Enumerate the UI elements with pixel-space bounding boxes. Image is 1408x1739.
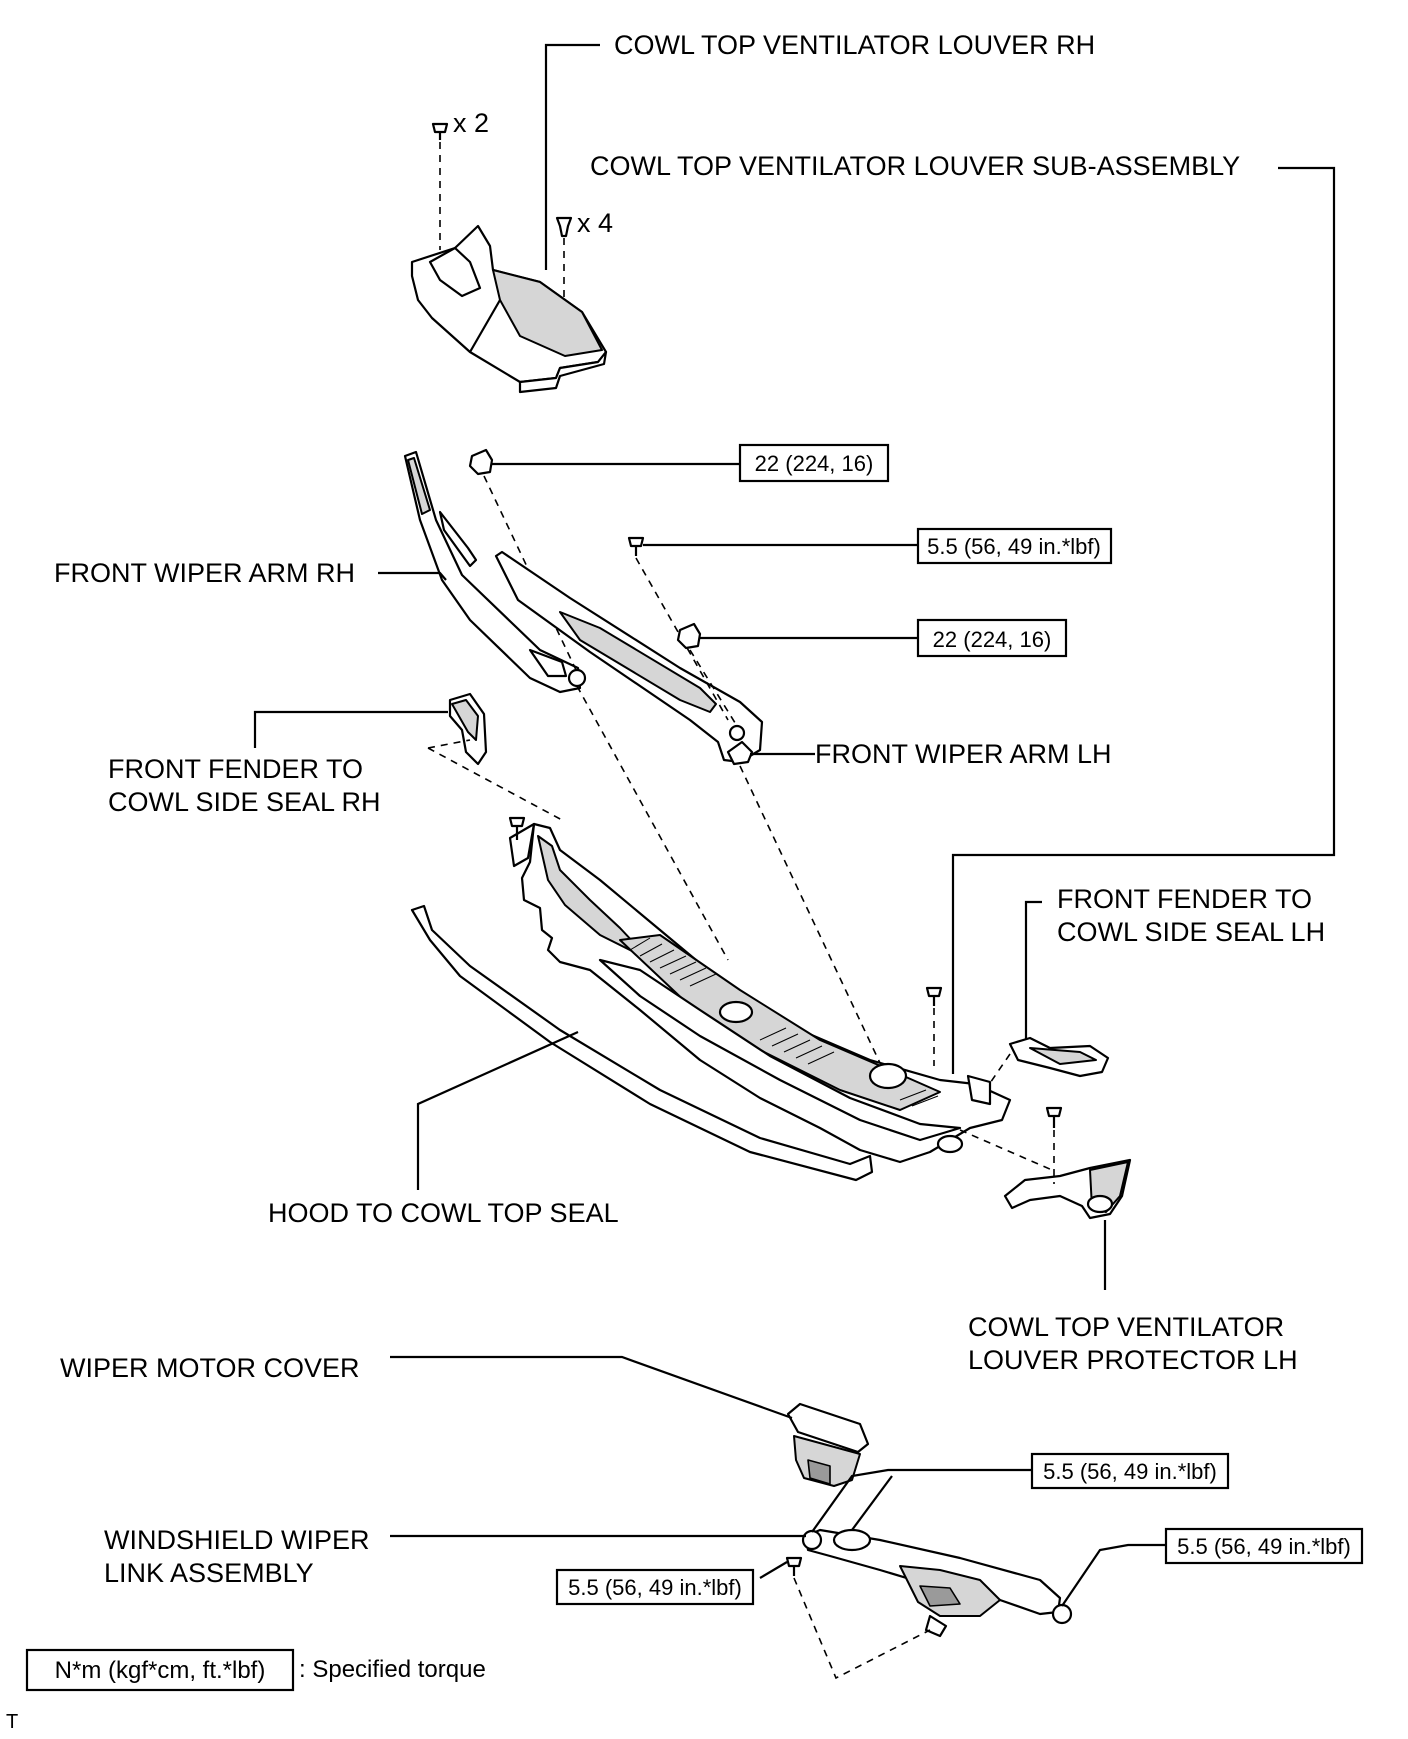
cowl-top-ventilator-part: [508, 822, 1012, 1164]
fender-seal-rh-part: [448, 692, 488, 766]
louver-protector-lh-part: [1003, 1158, 1132, 1220]
motor-cover-label: WIPER MOTOR COVER: [60, 1353, 360, 1383]
torque-link-right: 5.5 (56, 49 in.*lbf): [1177, 1534, 1351, 1559]
protector-label-line1: COWL TOP VENTILATOR: [968, 1312, 1284, 1342]
legend-box: [25, 1648, 295, 1692]
louver-rh-part: [410, 224, 608, 394]
hood-seal-label: HOOD TO COWL TOP SEAL: [268, 1198, 619, 1228]
torque-box: [916, 618, 1068, 658]
torque-box: [738, 443, 890, 483]
torque-arm-bolt: 5.5 (56, 49 in.*lbf): [927, 534, 1101, 559]
wiper-arm-lh-part: [494, 550, 764, 766]
fender-seal-lh-part: [1008, 1036, 1110, 1078]
protector-label-line2: LOUVER PROTECTOR LH: [968, 1345, 1298, 1375]
legend-text: : Specified torque: [299, 1656, 486, 1683]
link-assembly-label-line2: LINK ASSEMBLY: [104, 1558, 314, 1588]
nut-icon: [468, 448, 494, 476]
wiper-arm-rh-label: FRONT WIPER ARM RH: [54, 558, 355, 588]
louver-sub-assembly-label: COWL TOP VENTILATOR LOUVER SUB-ASSEMBLY: [590, 151, 1240, 181]
torque-arm-rh-nut: 22 (224, 16): [755, 451, 874, 476]
wiper-link-assembly-part: [801, 1528, 1073, 1638]
clip-icon: [431, 122, 449, 140]
wiper-arm-lh-label: FRONT WIPER ARM LH: [815, 739, 1112, 769]
seal-rh-label-line2: COWL SIDE SEAL RH: [108, 787, 381, 817]
clip-icon: [1045, 1106, 1063, 1128]
torque-box: [555, 1568, 755, 1606]
torque-box: [916, 527, 1113, 565]
torque-arm-lh-nut: 22 (224, 16): [933, 627, 1052, 652]
bolt-icon: [785, 1556, 803, 1576]
torque-box: [1030, 1452, 1230, 1490]
bolt-icon: [627, 536, 645, 556]
louver-rh-label: COWL TOP VENTILATOR LOUVER RH: [614, 30, 1095, 60]
pin-icon: [555, 216, 573, 238]
corner-mark: T: [6, 1711, 18, 1733]
clip-icon: [508, 816, 526, 840]
nut-icon: [676, 622, 702, 650]
seal-lh-label-line2: COWL SIDE SEAL LH: [1057, 917, 1325, 947]
legend-unit: N*m (kgf*cm, ft.*lbf): [55, 1657, 266, 1684]
torque-link-left: 5.5 (56, 49 in.*lbf): [568, 1575, 742, 1600]
clip-icon: [925, 986, 943, 1006]
torque-link-upper: 5.5 (56, 49 in.*lbf): [1043, 1459, 1217, 1484]
hood-seal-part: [410, 904, 874, 1182]
seal-rh-label-line1: FRONT FENDER TO: [108, 754, 363, 784]
wiper-motor-cover-part: [786, 1402, 870, 1487]
link-assembly-label-line1: WINDSHIELD WIPER: [104, 1525, 370, 1555]
qty-clip-label: x 2: [453, 108, 489, 138]
seal-lh-label-line1: FRONT FENDER TO: [1057, 884, 1312, 914]
cowl-hatching: [629, 937, 939, 1107]
torque-box: [1164, 1527, 1364, 1565]
qty-pin-label: x 4: [577, 208, 613, 238]
